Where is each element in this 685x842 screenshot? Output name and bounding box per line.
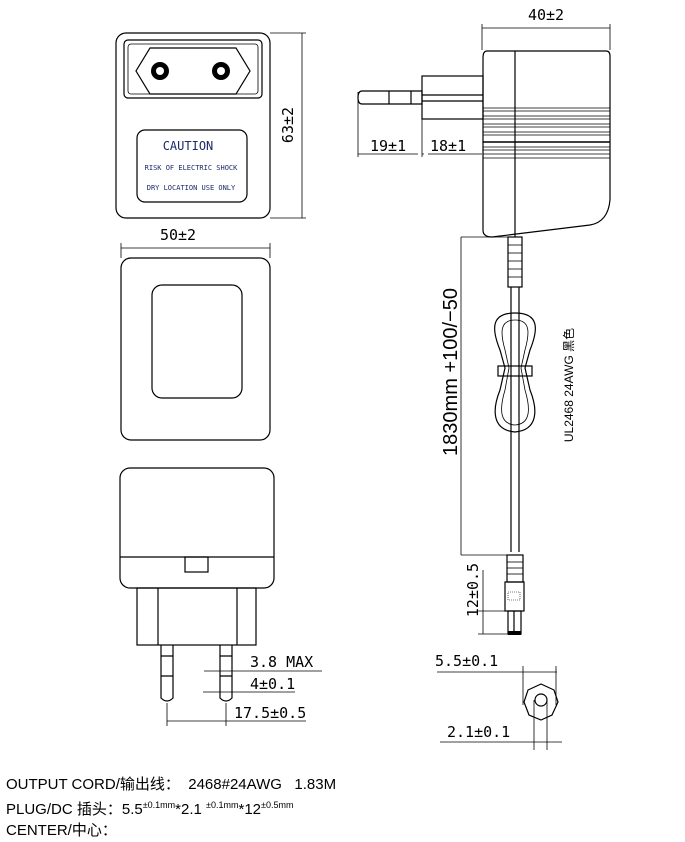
cord-length-dimension: 1830mm +100/−50 [440, 288, 462, 456]
center-label: CENTER/中心： [6, 822, 117, 839]
outer-diameter-dimension: 5.5±0.1 [435, 652, 498, 670]
plug-inner-diameter: *2.1 [175, 801, 202, 818]
plug-length-dimension: 18±1 [430, 137, 466, 155]
height-dimension: 63±2 [279, 107, 297, 143]
plug-label: PLUG/DC 插头： [6, 801, 122, 818]
plug-outer-tolerance: ±0.1mm [142, 800, 176, 810]
bottom-view: 3.8 MAX 4±0.1 17.5±0.5 [119, 467, 322, 726]
width-dimension: 50±2 [160, 226, 196, 244]
caution-line-2: DRY LOCATION USE ONLY [147, 184, 236, 192]
inner-diameter-dimension: 2.1±0.1 [447, 723, 510, 741]
plug-length-tolerance: ±0.5mm [261, 800, 294, 810]
front-view: CAUTION RISK OF ELECTRIC SHOCK DRY LOCAT… [115, 32, 306, 219]
pin-dimension-max: 3.8 MAX [250, 653, 313, 671]
pin-spacing-dimension: 17.5±0.5 [234, 704, 306, 722]
cord-spec: UL2468 24AWG 黑色 [562, 328, 576, 442]
specification-notes: OUTPUT CORD/输出线： 2468#24AWG 1.83M PLUG/D… [6, 774, 336, 841]
depth-dimension: 40±2 [528, 6, 564, 24]
output-cord-value: 2468#24AWG 1.83M [188, 776, 337, 793]
plug-inner-tolerance: ±0.1mm [206, 800, 239, 810]
plug-outer-diameter: 5.5 [121, 801, 143, 818]
caution-line-1: RISK OF ELECTRIC SHOCK [145, 164, 239, 172]
caution-title: CAUTION [163, 139, 214, 153]
top-view: 50±2 [120, 226, 271, 441]
output-cord-label: OUTPUT CORD/输出线： [6, 776, 180, 793]
plug-length: *12 [238, 801, 262, 818]
plug-line: PLUG/DC 插头：5.5±0.1mm*2.1 ±0.1mm*12±0.5mm [6, 795, 336, 820]
side-view: 40±2 19±1 18±1 [357, 6, 611, 750]
pin-dimension-width: 4±0.1 [250, 675, 295, 693]
pin-length-dimension: 19±1 [370, 137, 406, 155]
center-line: CENTER/中心： [6, 820, 336, 841]
output-cord-line: OUTPUT CORD/输出线： 2468#24AWG 1.83M [6, 774, 336, 795]
caution-label [136, 129, 248, 203]
dc-plug-length-dimension: 12±0.5 [464, 563, 482, 617]
